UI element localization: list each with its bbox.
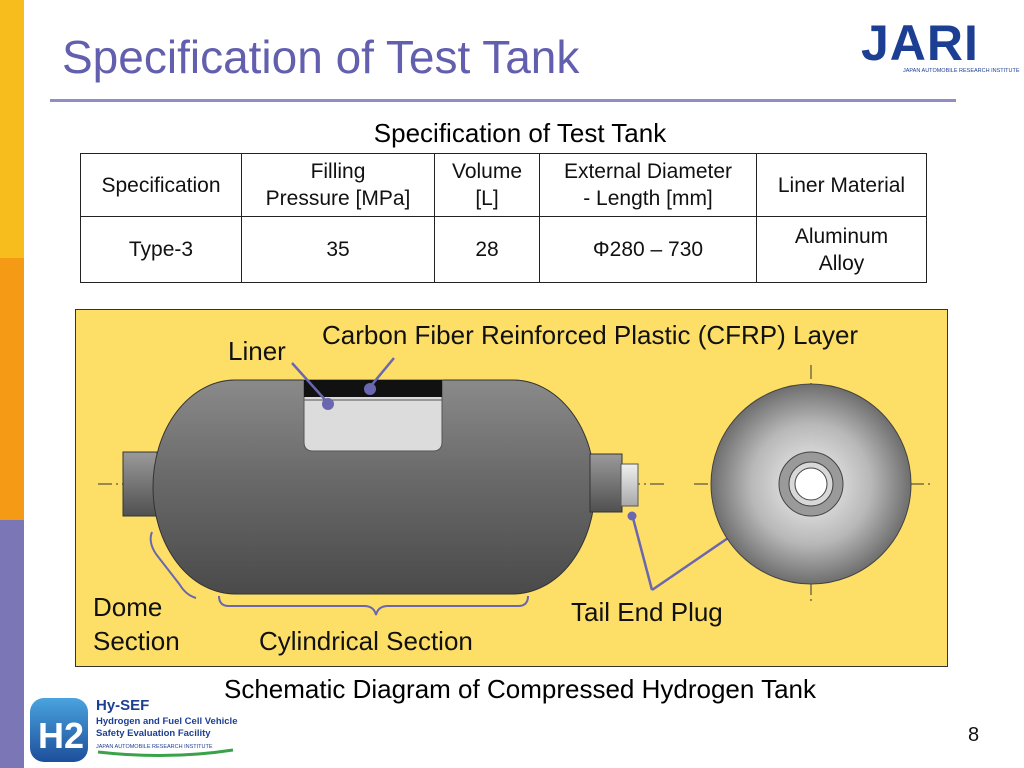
header-specification: Specification — [80, 153, 242, 217]
liner-cutaway — [303, 379, 443, 452]
title-underline — [50, 99, 956, 102]
left-neck — [122, 451, 158, 517]
dome-bracket — [149, 531, 197, 599]
plug-leader-1 — [631, 517, 654, 591]
sidebar-purple-band — [0, 520, 24, 768]
liner-leader — [291, 362, 329, 404]
page-number: 8 — [968, 724, 980, 746]
cell-filling-pressure: 35 — [241, 216, 435, 283]
header-liner-material: Liner Material — [756, 153, 927, 217]
header-volume: Volume[L] — [434, 153, 540, 217]
cfrp-leader — [369, 357, 395, 388]
hysef-line1: Hydrogen and Fuel Cell Vehicle — [96, 716, 237, 727]
cylindrical-bracket — [218, 595, 529, 616]
tank-diagram-panel: Carbon Fiber Reinforced Plastic (CFRP) L… — [75, 309, 948, 667]
jari-logo: JARI JAPAN AUTOMOBILE RESEARCH INSTITUTE — [861, 15, 1020, 74]
diagram-caption: Schematic Diagram of Compressed Hydrogen… — [223, 674, 816, 704]
header-external-diameter: External Diameter- Length [mm] — [539, 153, 757, 217]
label-dome-line2: Section — [93, 626, 180, 656]
label-tail-end-plug: Tail End Plug — [571, 597, 723, 627]
leaf-icon — [97, 748, 234, 758]
h2-mark: H2 — [38, 715, 84, 756]
cell-volume: 28 — [434, 216, 540, 283]
jari-wordmark: JARI — [861, 15, 979, 71]
label-dome-line1: Dome — [93, 592, 163, 622]
hysef-logo: H2 Hy-SEF Hydrogen and Fuel Cell Vehicle… — [30, 697, 237, 762]
sidebar-yellow-band — [0, 0, 24, 258]
slide-title: Specification of Test Tank — [62, 31, 580, 83]
label-liner: Liner — [228, 336, 286, 366]
tail-end-plug — [620, 463, 639, 507]
tank-schematic — [98, 357, 931, 616]
label-cylindrical-section: Cylindrical Section — [259, 626, 473, 656]
label-cfrp-layer: Carbon Fiber Reinforced Plastic (CFRP) L… — [322, 320, 859, 350]
hysef-name: Hy-SEF — [96, 697, 149, 714]
hysef-line3: JAPAN AUTOMOBILE RESEARCH INSTITUTE — [96, 744, 213, 750]
cell-diameter-length: Φ280 – 730 — [539, 216, 757, 283]
slide-sidebar-stripe — [0, 0, 24, 768]
cell-type: Type-3 — [80, 216, 242, 283]
hysef-line2: Safety Evaluation Facility — [96, 728, 211, 739]
jari-subtitle: JAPAN AUTOMOBILE RESEARCH INSTITUTE — [903, 68, 1020, 74]
right-neck — [589, 453, 623, 513]
sidebar-orange-band — [0, 258, 24, 520]
table-caption: Specification of Test Tank — [373, 118, 667, 148]
